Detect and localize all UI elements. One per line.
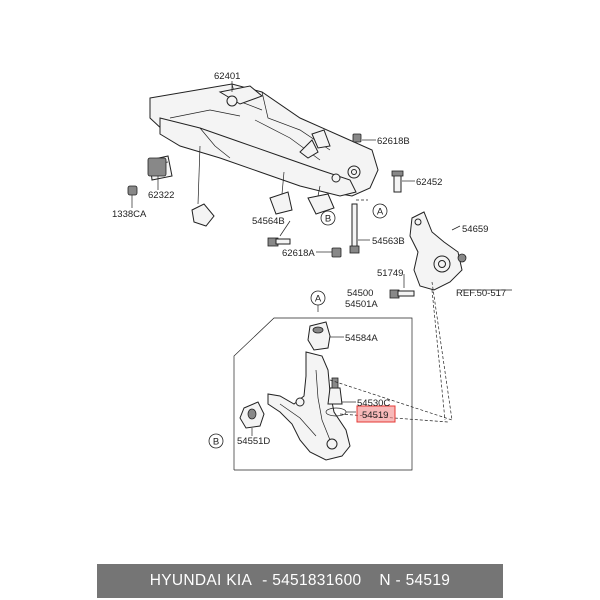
part-number-text: - 5451831600	[262, 572, 362, 589]
reference-lines	[329, 199, 453, 423]
catalog-ref-text: N - 54519	[379, 572, 451, 589]
knuckle-drawing	[409, 211, 467, 291]
bushing-54584A	[307, 321, 331, 351]
label-54501A: 54501A	[345, 299, 378, 310]
leader-lines	[131, 81, 512, 436]
label-ref: REF.50-517	[456, 288, 506, 299]
label-54500: 54500	[347, 288, 373, 299]
brand-text: HYUNDAI KIA	[149, 572, 253, 589]
part-info-banner: HYUNDAI KIA - 5451831600 N - 54519	[97, 564, 503, 598]
marker-a-lower: A	[310, 290, 326, 306]
label-54551D: 54551D	[237, 436, 270, 447]
label-54563B: 54563B	[372, 236, 405, 247]
crossmember-drawing	[149, 83, 379, 227]
label-1338CA: 1338CA	[112, 209, 147, 220]
highlight-box	[356, 405, 396, 423]
label-54564B: 54564B	[252, 216, 285, 227]
svg-text:B: B	[213, 437, 219, 448]
label-62452: 62452	[416, 177, 442, 188]
ball-joint	[325, 377, 347, 417]
hardware-parts	[127, 133, 415, 299]
bushing-54551D	[239, 401, 265, 429]
label-62322: 62322	[148, 190, 174, 201]
marker-a-upper: A	[372, 203, 388, 219]
svg-text:B: B	[325, 214, 331, 225]
label-54584A: 54584A	[345, 333, 378, 344]
svg-text:A: A	[315, 294, 322, 305]
label-54530C: 54530C	[357, 398, 390, 409]
svg-text:A: A	[377, 207, 384, 218]
label-62401: 62401	[214, 71, 240, 82]
label-54659: 54659	[462, 224, 488, 235]
marker-b-upper: B	[320, 210, 336, 226]
label-62618B: 62618B	[377, 136, 410, 147]
label-62618A: 62618A	[282, 248, 315, 259]
lower-control-arm	[267, 351, 351, 461]
label-51749: 51749	[377, 268, 403, 279]
marker-b-lower: B	[208, 433, 224, 449]
label-54519: 54519	[362, 410, 388, 421]
lower-arm-frame	[233, 317, 413, 471]
